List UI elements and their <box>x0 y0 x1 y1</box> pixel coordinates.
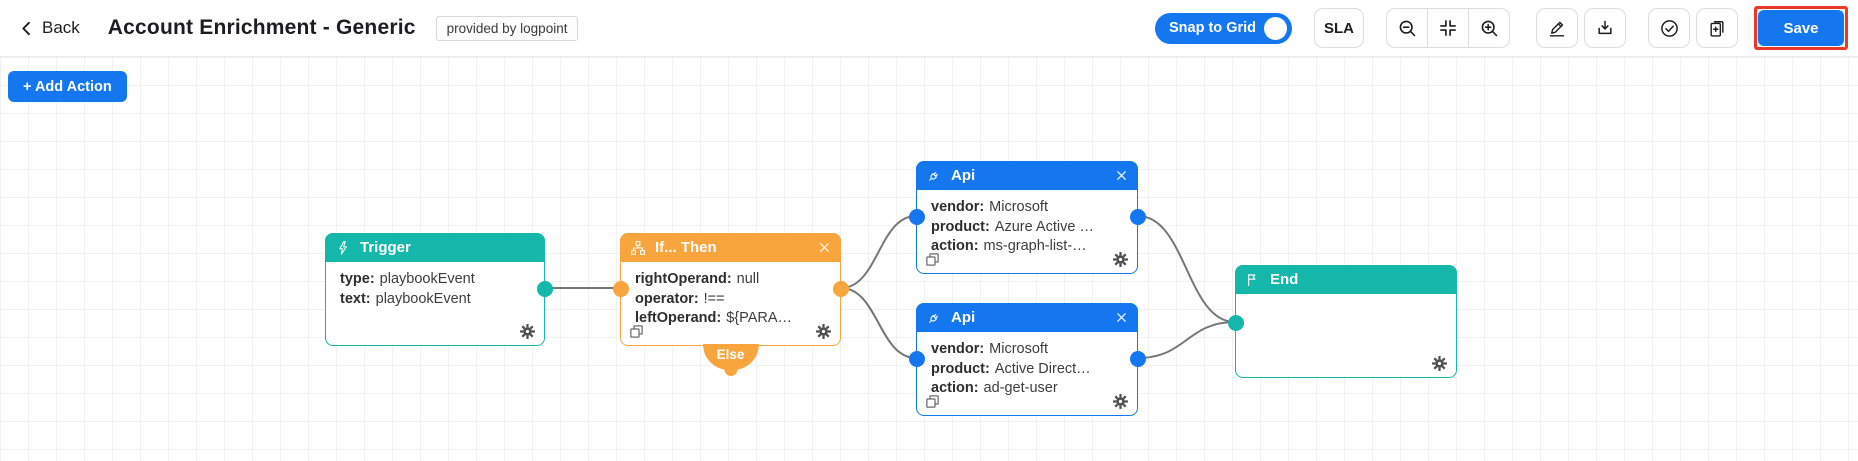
gear-icon[interactable] <box>1431 355 1448 372</box>
close-icon[interactable] <box>1115 311 1128 324</box>
field-row: vendor:Microsoft <box>931 341 1048 357</box>
node-ifthen[interactable]: If... Then rightOperand:null operator:!=… <box>612 233 849 370</box>
output-port[interactable] <box>1129 351 1146 367</box>
magnifier-minus-icon <box>1397 18 1418 39</box>
chevron-left-icon <box>18 20 35 37</box>
lightning-icon <box>335 240 351 256</box>
save-highlight-annotation: Save <box>1754 6 1848 50</box>
zoom-button-group <box>1386 8 1510 48</box>
sitemap-icon <box>630 240 646 256</box>
field-row: product:Active Direct… <box>931 360 1091 377</box>
node-trigger-header: Trigger <box>325 233 545 262</box>
node-api-top-body: vendor:Microsoft product:Azure Active … … <box>917 190 1137 257</box>
copy-icon[interactable] <box>925 394 940 409</box>
copy-icon[interactable] <box>629 324 644 339</box>
sla-button[interactable]: SLA <box>1314 8 1364 48</box>
magnifier-plus-icon <box>1479 18 1500 39</box>
check-circle-icon <box>1659 18 1680 39</box>
node-title: Trigger <box>360 239 411 256</box>
field-row: action:ad-get-user <box>931 380 1058 396</box>
toolbar-right: Snap to Grid SLA <box>1155 6 1848 50</box>
fit-to-screen-button[interactable] <box>1427 8 1469 48</box>
field-row: vendor:Microsoft <box>931 199 1048 215</box>
notes-button[interactable] <box>1696 8 1738 48</box>
node-trigger[interactable]: Trigger type:playbookEvent text:playbook… <box>325 233 553 346</box>
zoom-out-button[interactable] <box>1386 8 1428 48</box>
page-title: Account Enrichment - Generic <box>107 16 416 39</box>
field-row: type:playbookEvent <box>340 271 475 287</box>
input-port[interactable] <box>612 281 629 297</box>
save-button[interactable]: Save <box>1758 10 1844 46</box>
node-trigger-body: type:playbookEvent text:playbookEvent <box>326 262 544 309</box>
playbook-canvas[interactable]: + Add Action Trigger type:playbookEvent … <box>0 57 1858 461</box>
field-row: leftOperand:${PARA… <box>635 310 793 326</box>
field-row: action:ms-graph-list-… <box>931 238 1087 254</box>
pencil-icon <box>1547 18 1567 38</box>
input-port[interactable] <box>908 209 925 225</box>
gear-icon[interactable] <box>1112 393 1129 410</box>
node-title: Api <box>951 167 976 184</box>
node-api-bottom-body: vendor:Microsoft product:Active Direct… … <box>917 332 1137 399</box>
document-plus-icon <box>1707 18 1727 38</box>
close-icon[interactable] <box>818 241 831 254</box>
snap-to-grid-label: Snap to Grid <box>1169 20 1256 36</box>
gear-icon[interactable] <box>519 323 536 340</box>
node-ifthen-body: rightOperand:null operator:!== leftOpera… <box>621 262 840 329</box>
gear-icon[interactable] <box>1112 251 1129 268</box>
zoom-in-button[interactable] <box>1468 8 1510 48</box>
copy-icon[interactable] <box>925 252 940 267</box>
else-output-port[interactable]: Else <box>702 344 759 370</box>
input-port[interactable] <box>908 351 925 367</box>
field-row: product:Azure Active … <box>931 218 1094 235</box>
node-api-bottom[interactable]: Api vendor:Microsoft product:Active Dire… <box>908 303 1146 416</box>
toggle-knob <box>1264 16 1287 40</box>
gear-icon[interactable] <box>815 323 832 340</box>
field-row: operator:!== <box>635 290 725 307</box>
input-port[interactable] <box>1227 315 1244 331</box>
flag-icon <box>1245 272 1261 288</box>
download-tray-icon <box>1595 18 1615 38</box>
add-action-button[interactable]: + Add Action <box>8 71 127 102</box>
wire-api-bottom-end <box>1137 321 1236 359</box>
node-title: If... Then <box>655 239 717 256</box>
wire-ifthen-api-bottom <box>840 287 917 359</box>
node-title: Api <box>951 309 976 326</box>
node-api-top[interactable]: Api vendor:Microsoft product:Azure Activ… <box>908 161 1146 274</box>
field-row: text:playbookEvent <box>340 290 471 307</box>
provided-by-badge: provided by logpoint <box>435 15 579 41</box>
sla-label: SLA <box>1324 19 1354 37</box>
close-icon[interactable] <box>1115 169 1128 182</box>
node-end-header: End <box>1235 265 1457 294</box>
back-button[interactable]: Back <box>18 18 80 38</box>
wire-ifthen-api-top <box>840 215 917 289</box>
plug-icon <box>926 310 942 326</box>
edit-button[interactable] <box>1536 8 1578 48</box>
fit-to-screen-icon <box>1438 18 1458 38</box>
node-end-body <box>1236 294 1456 302</box>
toolbar: Back Account Enrichment - Generic provid… <box>0 0 1858 57</box>
node-ifthen-header: If... Then <box>620 233 841 262</box>
node-api-top-header: Api <box>916 161 1138 190</box>
then-output-port[interactable] <box>832 281 849 297</box>
field-row: rightOperand:null <box>635 271 760 287</box>
output-port[interactable] <box>536 281 553 297</box>
node-api-bottom-header: Api <box>916 303 1138 332</box>
download-button[interactable] <box>1584 8 1626 48</box>
snap-to-grid-toggle[interactable]: Snap to Grid <box>1155 12 1292 44</box>
plug-icon <box>926 168 942 184</box>
node-end[interactable]: End <box>1227 265 1457 378</box>
output-port[interactable] <box>1129 209 1146 225</box>
validate-button[interactable] <box>1648 8 1690 48</box>
wire-api-top-end <box>1137 215 1236 323</box>
node-title: End <box>1270 271 1299 288</box>
back-label: Back <box>42 18 80 37</box>
